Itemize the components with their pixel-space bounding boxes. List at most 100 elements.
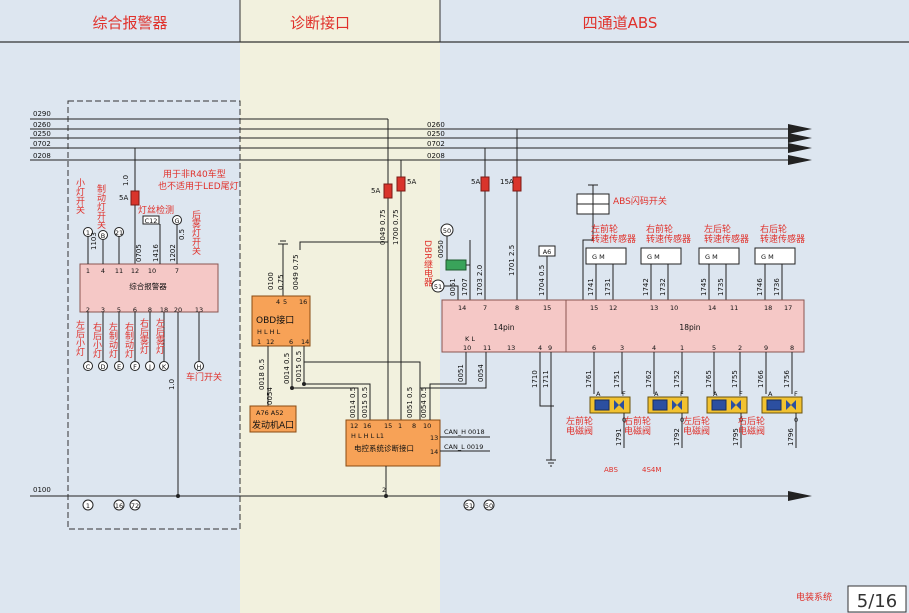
- ecu-title: 电控系统诊断接口: [354, 443, 414, 453]
- dbr-wire-1704: 1704 0.5: [538, 265, 546, 296]
- valve-wire-g-1: 1792: [673, 428, 681, 446]
- circle-50: 50: [443, 227, 451, 235]
- obd-wire-0018: 0018 0.5: [258, 359, 266, 390]
- alarm-bpin-3: 3: [101, 306, 105, 314]
- label-left-rear-small: 左后小灯: [74, 319, 85, 357]
- sensor-wire-a-3: 1746: [756, 278, 764, 296]
- ecu-pin-2: 2: [382, 486, 386, 494]
- abs18-bpin-3: 1: [680, 344, 684, 352]
- diag-fuse-2: [396, 176, 406, 192]
- ecu-pin-10: 10: [423, 422, 431, 430]
- valve-label-1: 右前轮电磁阀: [624, 415, 651, 437]
- alarm-top-circle-21: 21: [115, 229, 123, 237]
- obd-pin-4: 4: [276, 298, 280, 306]
- ecu-wire-0051: 0051 0.5: [406, 387, 414, 418]
- sensor-wire-a-2: 1745: [700, 278, 708, 296]
- dbr-wire-1701: 1701 2.5: [508, 245, 516, 276]
- sensor-label-3: 右后轮转速传感器: [760, 223, 805, 245]
- sensor-gm-3: G M: [761, 253, 774, 261]
- wheel-speed-sensor-2: [698, 247, 740, 265]
- label-right-rear-fog: 右后雾灯: [138, 317, 149, 355]
- sensor-wire-b-2: 1735: [717, 278, 725, 296]
- abs18-pin-6: 18: [764, 304, 772, 312]
- ecu-wire-0014: 0014 0.5: [349, 387, 357, 418]
- sensor-label-0: 左前轮转速传感器: [591, 223, 636, 245]
- alarm-fuse: [130, 190, 140, 206]
- abs-pin-14: 14: [458, 304, 466, 312]
- valve-wire-a-3: 1766: [757, 370, 765, 388]
- dbr-wire-0051: 0051: [449, 278, 457, 296]
- label-right-rear-small: 右后小灯: [91, 321, 102, 359]
- sensor-label-2: 左后轮转速传感器: [704, 223, 749, 245]
- bus-label-r-0250: 0250: [427, 130, 445, 138]
- valve-pin-f-0: F: [622, 390, 626, 398]
- obd-wire-0054: 0054: [266, 387, 274, 405]
- valve-wire-b-1: 1752: [673, 370, 681, 388]
- alarm-g-circle: G: [174, 217, 179, 225]
- diag-fuse-2-label: 5A: [407, 178, 416, 186]
- engine-connector-label: 发动机A口: [252, 419, 294, 431]
- abs-fuse-2: [512, 176, 522, 192]
- alarm-top-circle-b: B: [101, 232, 105, 240]
- alarm-module: [79, 263, 219, 313]
- abs-14pin-title: 14pin: [493, 323, 514, 332]
- left-bus-lines: [30, 118, 470, 161]
- abs-wire-1711: 1711: [542, 370, 550, 388]
- abs-wire-1710: 1710: [531, 370, 539, 388]
- valve-wire-b-2: 1755: [731, 370, 739, 388]
- obd-wire-0100: 0100: [267, 272, 275, 290]
- a6-box: A6: [543, 248, 552, 256]
- valve-wire-b-3: 1756: [783, 370, 791, 388]
- valve-wire-g-3: 1796: [787, 428, 795, 446]
- diag-fuse-1: [383, 183, 393, 199]
- alarm-wire-1416: 1416: [152, 244, 160, 262]
- label-rear-fog-switch: 后雾灯开关: [190, 210, 201, 256]
- valve-label-0: 左前轮电磁阀: [566, 415, 593, 437]
- obd-title: OBD接口: [256, 314, 294, 326]
- abs18-bpin-4: 5: [712, 344, 716, 352]
- abs-switch-label: ABS闪码开关: [613, 195, 667, 207]
- sensor-wire-b-3: 1736: [773, 278, 781, 296]
- sensor-gm-2: G M: [705, 253, 718, 261]
- obd-wire-0015: 0015 0.5: [295, 351, 303, 382]
- ecu-pin-12: 12: [350, 422, 358, 430]
- valve-pin-f-3: F: [794, 390, 798, 398]
- ground-circle-1: 1: [86, 502, 90, 510]
- alarm-pin-11: 11: [115, 267, 123, 275]
- abs18-bpin-2: 4: [652, 344, 656, 352]
- obd-bpin-12: 12: [266, 338, 274, 346]
- alarm-bcircle-c: C: [86, 363, 91, 371]
- abs-model-tag: 4S4M: [642, 466, 661, 474]
- ecu-hl: H L H L L1: [351, 432, 384, 440]
- abs-ground-50: 50: [485, 502, 493, 510]
- label-left-rear-fog: 左后雾灯: [154, 317, 165, 355]
- bus-label-r-0702: 0702: [427, 140, 445, 148]
- ecu-pin-1: 1: [398, 422, 402, 430]
- section-title-diag: 诊断接口: [290, 14, 350, 32]
- obd-wire-0014: 0014 0.5: [283, 353, 291, 384]
- valve-wire-a-0: 1761: [585, 370, 593, 388]
- obd-connector: [251, 295, 311, 347]
- abs18-bpin-7: 8: [790, 344, 794, 352]
- dbr-wire-1707: 1707: [461, 278, 469, 296]
- dbr-relay: [445, 259, 467, 271]
- abs18-pin-4: 14: [708, 304, 716, 312]
- obd-bpin-6: 6: [289, 338, 293, 346]
- sensor-gm-1: G M: [647, 253, 660, 261]
- valve-pin-f-1: F: [680, 390, 684, 398]
- diag-fuse-1-label: 5A: [371, 187, 380, 195]
- engine-connector-id: A76 A52: [256, 409, 284, 417]
- valve-pin-a-0: A: [596, 390, 601, 398]
- ground-circle-16: 16: [115, 502, 123, 510]
- label-note-2: 也不适用于LED尾灯: [158, 180, 239, 192]
- alarm-bcircle-k: K: [162, 363, 167, 371]
- diag-wire-0049: 0049 0.75: [379, 209, 387, 245]
- alarm-bcircle-e: E: [117, 363, 121, 371]
- alarm-wire-1202: 1202: [169, 244, 177, 262]
- label-note-1: 用于非R40车型: [163, 168, 226, 180]
- valve-pin-a-1: A: [654, 390, 659, 398]
- ground-circle-72: 72: [131, 502, 139, 510]
- abs-fuse-2-label: 15A: [500, 178, 514, 186]
